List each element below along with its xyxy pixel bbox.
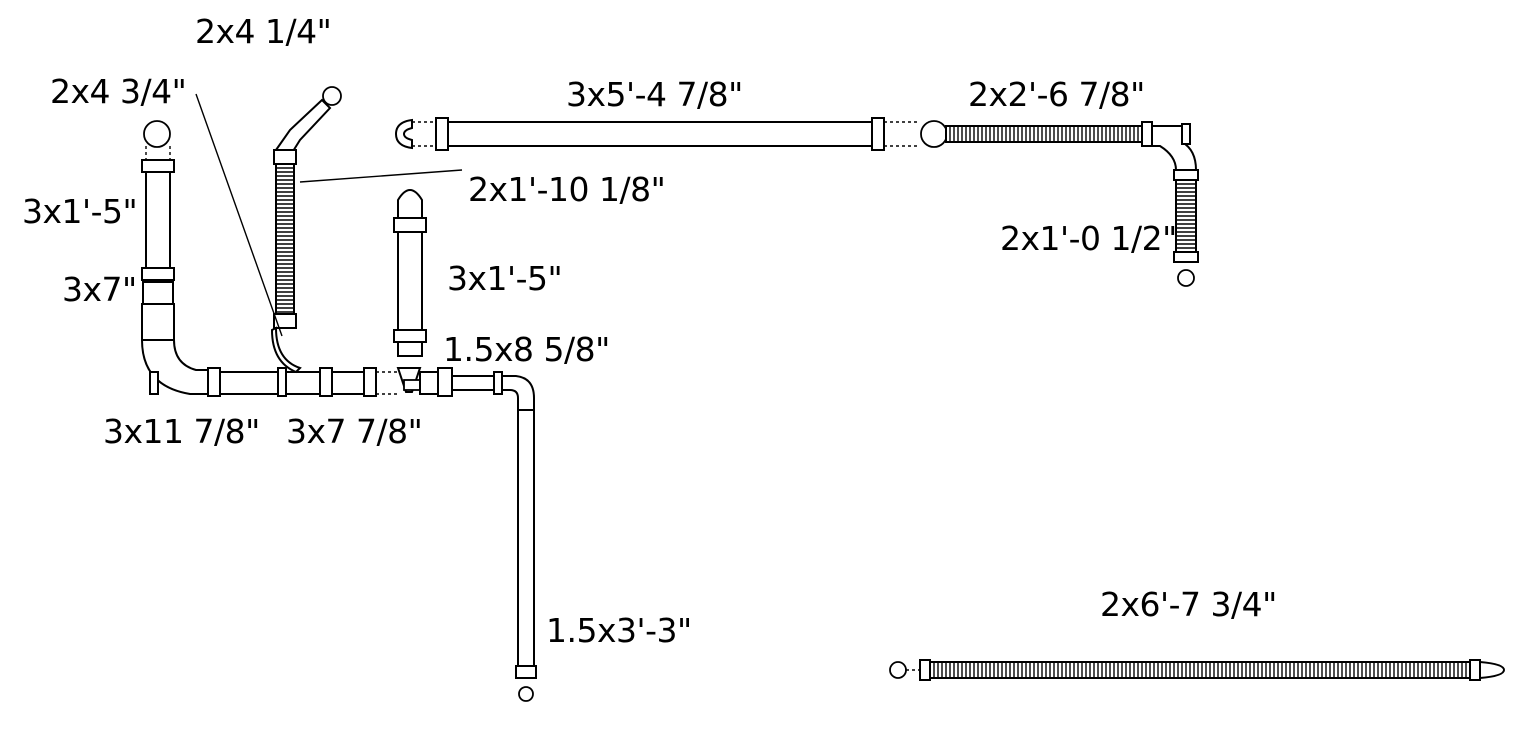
label-top-run: 3x5'-4 7/8" bbox=[566, 75, 743, 114]
label-long-drop: 1.5x3'-3" bbox=[546, 611, 692, 650]
label-flex-vent: 2x1'-10 1/8" bbox=[468, 170, 666, 209]
label-small-branch: 1.5x8 5/8" bbox=[443, 330, 610, 369]
left-riser-pipe bbox=[140, 120, 211, 395]
center-riser-pipe bbox=[393, 189, 427, 357]
top-run-pipe bbox=[394, 117, 948, 151]
label-center-riser: 3x1'-5" bbox=[447, 259, 563, 298]
label-main-left: 3x11 7/8" bbox=[103, 412, 260, 451]
flex-vent-pipe bbox=[195, 86, 463, 374]
label-vent-short: 2x4 3/4" bbox=[50, 72, 187, 111]
label-flex-run-top: 2x2'-6 7/8" bbox=[968, 75, 1145, 114]
label-left-riser: 3x1'-5" bbox=[22, 192, 138, 231]
main-horizontal-pipe bbox=[207, 367, 535, 411]
long-drop-pipe bbox=[515, 409, 537, 702]
label-flex-drop: 2x1'-0 1/2" bbox=[1000, 219, 1177, 258]
bottom-flex-pipe bbox=[889, 659, 1506, 681]
label-flex-run-bottom: 2x6'-7 3/4" bbox=[1100, 585, 1277, 624]
label-main-mid: 3x7 7/8" bbox=[286, 412, 423, 451]
label-left-nipple: 3x7" bbox=[62, 270, 137, 309]
top-flex-pipe bbox=[945, 121, 1199, 287]
label-top-vent: 2x4 1/4" bbox=[195, 12, 332, 51]
